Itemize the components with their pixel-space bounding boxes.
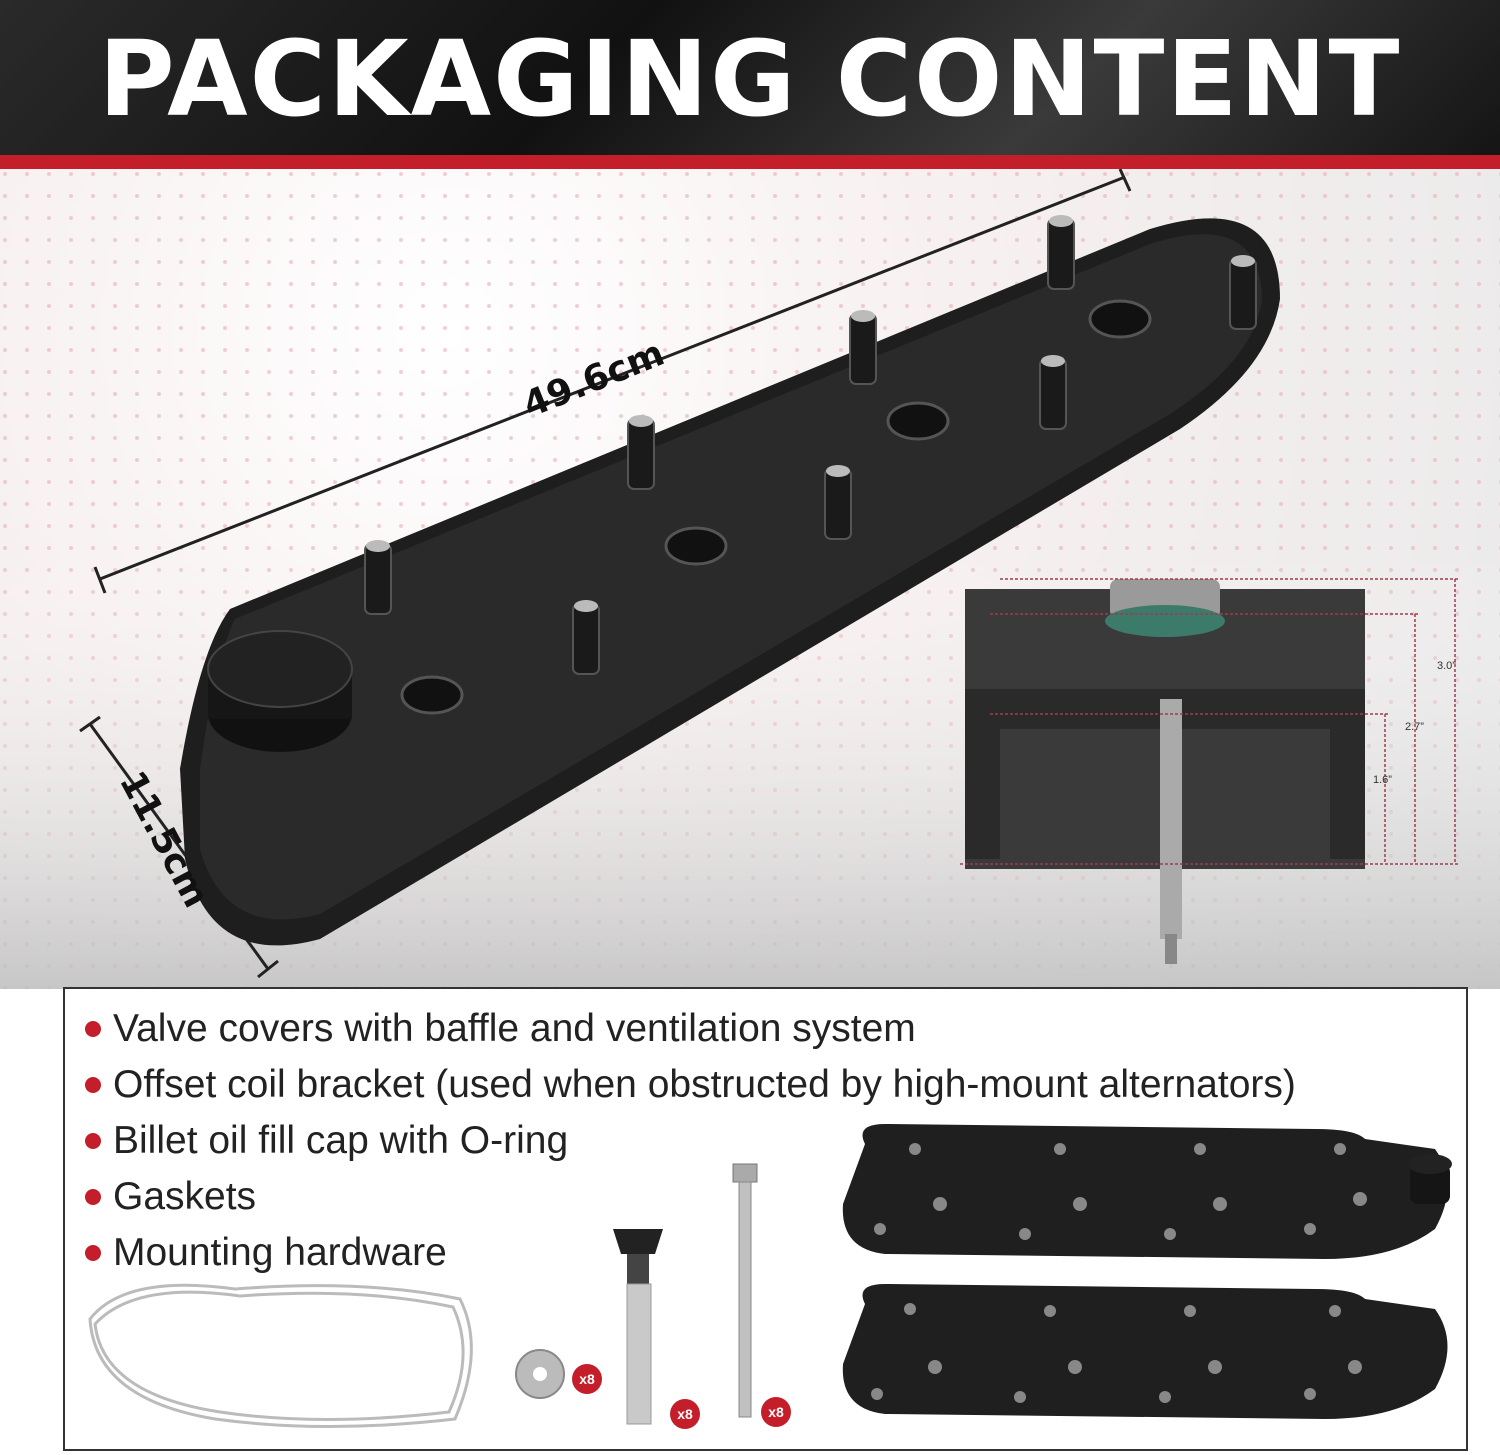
list-item-label: Billet oil fill cap with O-ring <box>113 1119 569 1162</box>
bullet-icon <box>85 1189 101 1205</box>
list-item: Gaskets <box>85 1169 1296 1225</box>
washer-illustration <box>515 1349 565 1399</box>
bullet-icon <box>85 1021 101 1037</box>
contents-panel: Valve covers with baffle and ventilation… <box>63 987 1468 1451</box>
accent-divider <box>0 155 1500 169</box>
product-hero: 49.6cm 11.5cm 3.0” 2.7” 1.6” <box>0 169 1500 989</box>
gasket-illustration <box>88 1283 473 1428</box>
oil-cap-small-icon <box>1408 1154 1452 1204</box>
valve-cover-large <box>180 215 1280 946</box>
valve-cover-illustration <box>0 169 1500 989</box>
contents-list: Valve covers with baffle and ventilation… <box>85 1001 1296 1281</box>
spacer-illustration <box>613 1229 663 1425</box>
length-dimension-line <box>93 169 1132 594</box>
list-item: Billet oil fill cap with O-ring <box>85 1113 1296 1169</box>
spacer-count-badge: x8 <box>670 1399 700 1429</box>
list-item-label: Mounting hardware <box>113 1231 447 1274</box>
list-item-label: Offset coil bracket (used when obstructe… <box>113 1063 1296 1106</box>
list-item-label: Gaskets <box>113 1175 257 1218</box>
coil-bracket-inset <box>960 578 1460 964</box>
list-item: Valve covers with baffle and ventilation… <box>85 1001 1296 1057</box>
washer-count-badge: x8 <box>572 1364 602 1394</box>
height-label-inner: 1.6” <box>1373 774 1392 786</box>
list-item: Offset coil bracket (used when obstructe… <box>85 1057 1296 1113</box>
components-illustration <box>88 1124 1452 1428</box>
valve-cover-pair <box>842 1124 1448 1419</box>
list-item: Mounting hardware <box>85 1225 1296 1281</box>
bolt-count-badge: x8 <box>761 1397 791 1427</box>
bullet-icon <box>85 1077 101 1093</box>
height-label-outer: 3.0” <box>1437 660 1456 672</box>
bullet-icon <box>85 1133 101 1149</box>
bolt-illustration <box>732 1163 758 1418</box>
height-label-middle: 2.7” <box>1405 721 1424 733</box>
header-banner: PACKAGING CONTENT <box>0 0 1500 155</box>
list-item-label: Valve covers with baffle and ventilation… <box>113 1007 916 1050</box>
page-title: PACKAGING CONTENT <box>98 18 1402 140</box>
bullet-icon <box>85 1245 101 1261</box>
